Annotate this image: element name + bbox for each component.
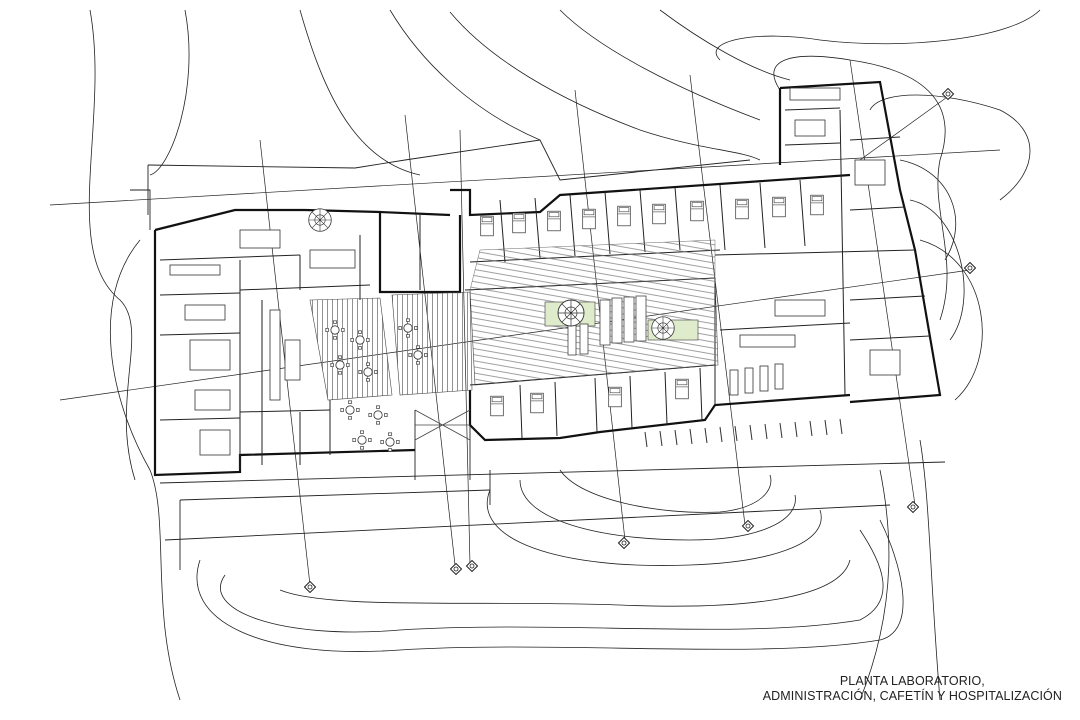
- hospital-bed-icon: [490, 395, 504, 417]
- hospital-bed-icon: [582, 208, 596, 230]
- survey-marker-icon: [964, 262, 976, 274]
- hospital-bed-icon: [675, 378, 689, 400]
- hospital-bed-icon: [690, 200, 704, 222]
- hospital-bed-icon: [652, 203, 666, 225]
- parking-stripes: [644, 418, 843, 448]
- hospital-bed-icon: [735, 198, 749, 220]
- tree-icon: [651, 316, 675, 340]
- survey-marker-icon: [907, 501, 919, 513]
- survey-marker-icon: [742, 520, 754, 532]
- floor-finishes: [309, 239, 719, 401]
- tree-icon: [308, 208, 332, 232]
- survey-marker-icon: [304, 581, 316, 593]
- hospital-bed-icon: [810, 194, 824, 216]
- hospital-bed-icon: [530, 392, 544, 414]
- dining-table-icon: [368, 405, 388, 425]
- hospital-bed-icon: [617, 205, 631, 227]
- survey-marker-icon: [450, 563, 462, 575]
- caption-line-2: ADMINISTRACIÓN, CAFETÍN Y HOSPITALIZACIÓ…: [762, 689, 1062, 703]
- dining-table-icon: [352, 430, 372, 450]
- east-wing-furniture: [729, 87, 901, 396]
- entrance-ramp: [414, 409, 471, 441]
- office-furniture: [169, 229, 356, 456]
- survey-marker-icon: [466, 560, 478, 572]
- survey-marker-icon: [618, 537, 630, 549]
- hospital-bed-icon: [608, 386, 622, 408]
- drawing-caption: PLANTA LABORATORIO, ADMINISTRACIÓN, CAFE…: [763, 674, 1062, 704]
- caption-line-1: PLANTA LABORATORIO,: [839, 674, 985, 688]
- tree-icon: [557, 299, 585, 327]
- hospital-bed-icon: [772, 196, 786, 218]
- hospital-bed-icon: [547, 210, 561, 232]
- site-boundary: [130, 139, 946, 570]
- hospital-bed-icon: [480, 215, 494, 237]
- dining-table-icon: [380, 432, 400, 452]
- dining-table-icon: [340, 400, 360, 420]
- topographic-contours: [88, 9, 1041, 701]
- hospital-bed-icon: [512, 212, 526, 234]
